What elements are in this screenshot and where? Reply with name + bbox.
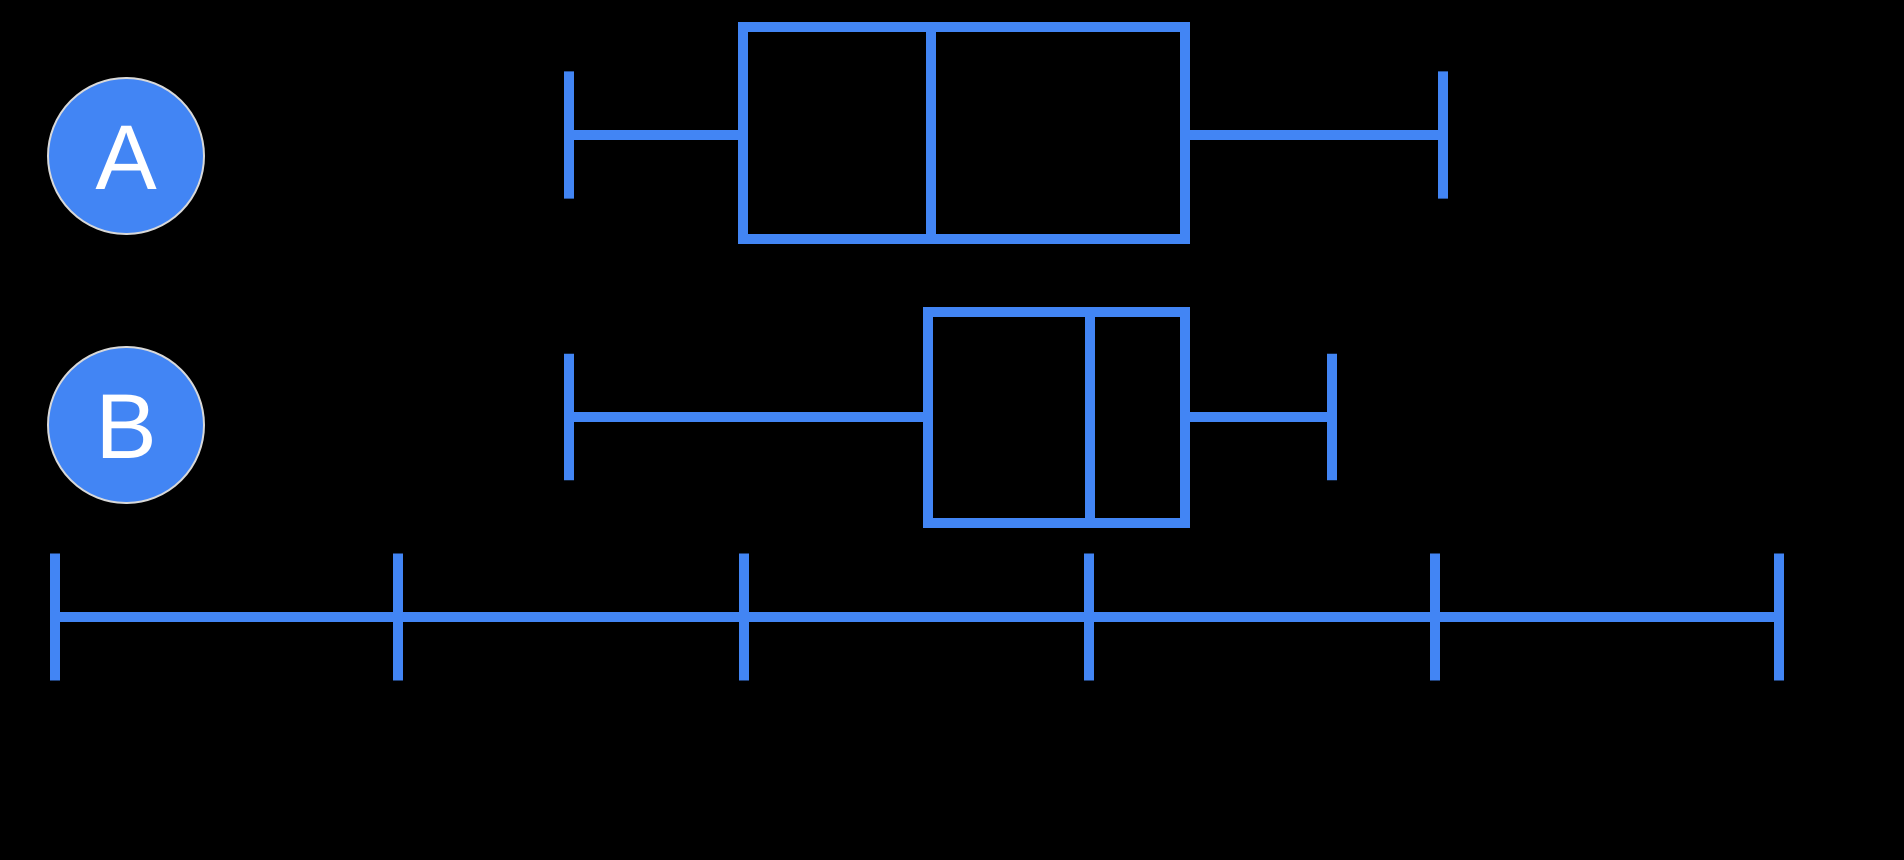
group-b-box[interactable] [923,307,1190,528]
group-a-badge-label: A [95,107,157,209]
x-axis [50,553,1784,681]
group-a-box[interactable] [738,22,1190,244]
x-axis-ticks [50,553,1784,681]
group-a-badge-circle[interactable] [47,77,205,235]
boxplot-series-b[interactable]: B [47,307,1337,528]
boxplot-series-a[interactable]: A [47,22,1448,244]
group-b-badge[interactable]: B [47,346,205,504]
group-b-badge-circle[interactable] [47,346,205,504]
group-a-badge[interactable]: A [47,77,205,235]
group-b-badge-label: B [95,376,156,478]
